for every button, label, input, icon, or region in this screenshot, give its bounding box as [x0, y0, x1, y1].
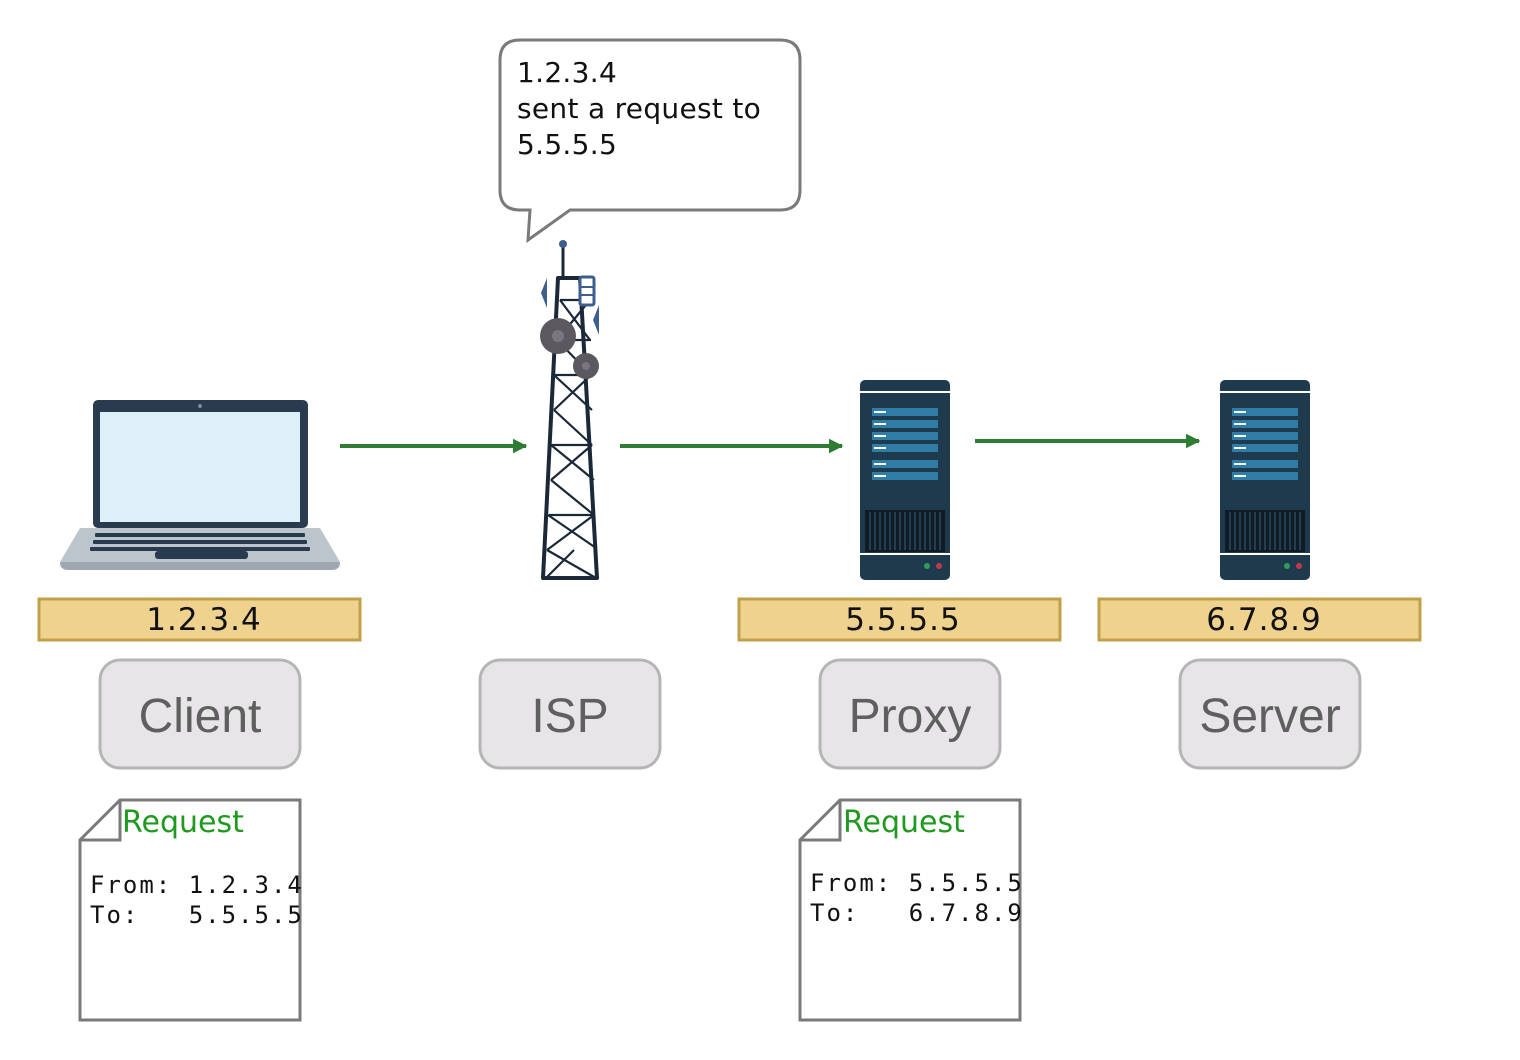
bubble-line-1: 1.2.3.4 — [517, 56, 617, 89]
node-proxy: Proxy — [818, 658, 1002, 770]
request-to-line: To: 6.7.8.9 — [810, 899, 1024, 927]
node-label-client: Client — [139, 690, 262, 743]
ip-address-client: 1.2.3.4 — [146, 602, 261, 638]
request-title: Request — [843, 805, 965, 840]
cell-tower-icon — [540, 240, 599, 580]
request-from-line: From: 1.2.3.4 — [90, 871, 304, 899]
server-icon — [860, 380, 950, 580]
node-isp: ISP — [478, 658, 662, 770]
ip-box-client: 1.2.3.4 — [37, 597, 362, 642]
request-to-line: To: 5.5.5.5 — [90, 901, 304, 929]
node-label-isp: ISP — [531, 690, 608, 743]
bubble-line-3: 5.5.5.5 — [517, 128, 617, 161]
ip-box-proxy: 5.5.5.5 — [737, 597, 1062, 642]
node-label-server: Server — [1199, 690, 1340, 743]
laptop-icon — [60, 400, 340, 570]
ip-box-server: 6.7.8.9 — [1097, 597, 1422, 642]
node-label-proxy: Proxy — [849, 690, 972, 743]
request-from-line: From: 5.5.5.5 — [810, 869, 1024, 897]
request-document-client: Request From: 1.2.3.4 To: 5.5.5.5 — [78, 798, 304, 1022]
request-document-proxy: Request From: 5.5.5.5 To: 6.7.8.9 — [798, 798, 1024, 1022]
speech-bubble: 1.2.3.4 sent a request to 5.5.5.5 — [498, 38, 802, 244]
node-client: Client — [98, 658, 302, 770]
node-server: Server — [1178, 658, 1362, 770]
bubble-line-2: sent a request to — [517, 92, 761, 125]
ip-address-proxy: 5.5.5.5 — [845, 602, 960, 638]
server-icon — [1220, 380, 1310, 580]
request-title: Request — [122, 805, 244, 840]
ip-address-server: 6.7.8.9 — [1206, 602, 1321, 638]
